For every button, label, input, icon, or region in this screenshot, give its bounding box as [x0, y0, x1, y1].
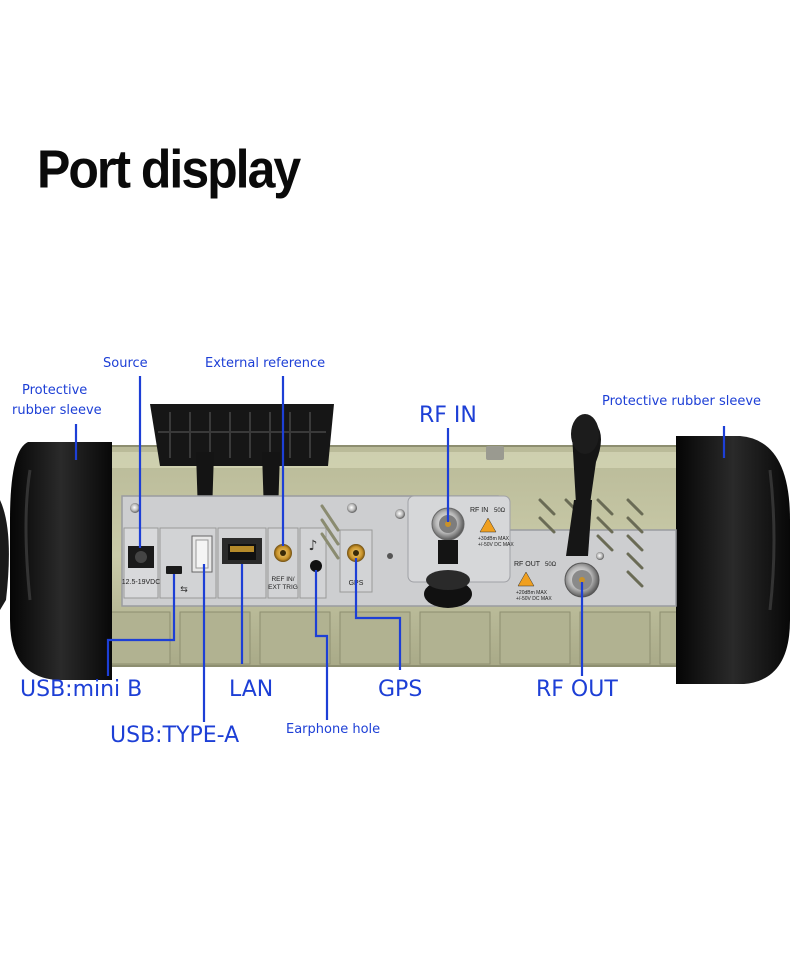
label-usb-type-a: USB:TYPE-A [110, 723, 240, 748]
label-rf-in: RF IN [419, 403, 477, 428]
rf-out-port-text: RF OUT [514, 561, 541, 568]
ref-in-text-1: REF IN/ [271, 576, 294, 583]
label-protective-right: Protective rubber sleeve [602, 394, 762, 409]
rf-out-warn-2: +/-50V DC MAX [516, 596, 552, 602]
rf-in-impedance: 50Ω [494, 508, 506, 514]
callout-gps [354, 558, 402, 670]
callout-lines [74, 376, 726, 722]
callout-usb-mini-b [106, 574, 176, 676]
bottom-ribs [99, 611, 711, 665]
label-protective-left-2: rubber sleeve [12, 403, 102, 418]
label-gps: GPS [378, 677, 423, 702]
rubber-sleeve-right [676, 436, 790, 684]
label-earphone-hole: Earphone hole [286, 722, 381, 737]
rf-out-warn-1: +20dBm MAX [516, 590, 548, 596]
rubber-sleeve-left [10, 442, 112, 680]
vent-slots-right [538, 498, 644, 588]
strap [0, 500, 9, 610]
label-protective-left-1: Protective [22, 383, 88, 398]
ref-in-text-2: EXT TRIG [268, 584, 298, 591]
callout-earphone [314, 570, 329, 720]
label-rf-out: RF OUT [536, 677, 618, 702]
svg-text:⇆: ⇆ [180, 585, 188, 595]
label-external-reference: External reference [205, 356, 326, 371]
rf-in-warn-2: +/-50V DC MAX [478, 542, 514, 548]
rf-in-port-text: RF IN [470, 507, 488, 514]
rf-out-impedance: 50Ω [545, 562, 557, 568]
label-lan: LAN [229, 677, 274, 702]
label-usb-mini-b: USB:mini B [20, 677, 143, 702]
page-title: Port display [37, 139, 301, 200]
rf-in-warn-1: +30dBm MAX [478, 536, 510, 542]
vent-slots-left [320, 504, 340, 560]
svg-text:♪: ♪ [309, 538, 318, 554]
power-rating-text: 12.5-19VDC [122, 579, 161, 586]
label-source: Source [103, 356, 148, 371]
